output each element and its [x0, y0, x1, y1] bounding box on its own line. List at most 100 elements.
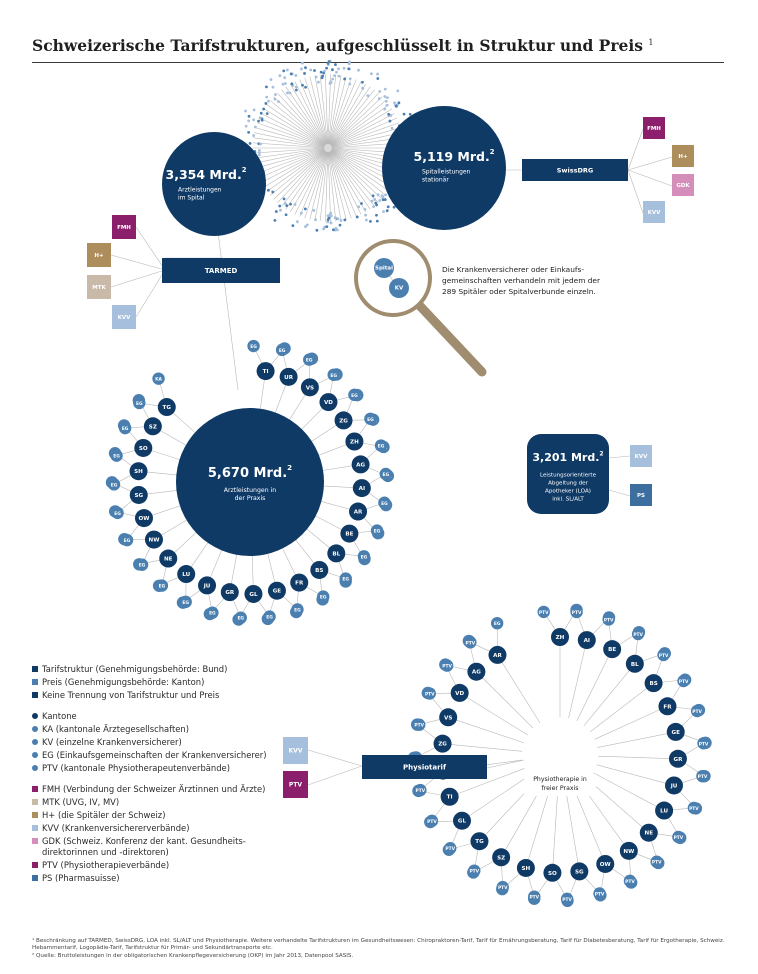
physio-canton-tg	[470, 832, 489, 851]
hospital-spoke	[327, 147, 393, 188]
hospital-dot	[384, 193, 388, 197]
physio-ge-ptv	[690, 704, 704, 718]
hospital-dot	[247, 130, 250, 134]
praxis-canton-ti	[256, 362, 275, 381]
physio-canton-vs-label: VS	[444, 715, 452, 721]
physio-canton-vs	[439, 708, 458, 727]
physio-canton-gr-label: GR	[673, 757, 683, 763]
hospital-spoke	[327, 113, 395, 149]
hospital-spoke	[327, 74, 331, 149]
hospital-spoke	[314, 75, 329, 149]
legend-label: Tarifstruktur (Genehmigungsbehörde: Bund…	[42, 664, 228, 674]
praxis-canton-lu-label: LU	[182, 572, 190, 578]
praxis-canton-ar-label: AR	[354, 510, 363, 516]
hospital-dot	[381, 195, 385, 199]
praxis-vs-eg	[303, 353, 316, 366]
hospital-dot	[304, 85, 307, 89]
hospital-dot	[262, 107, 266, 111]
hospital-dot	[244, 109, 247, 113]
hospital-dot	[248, 142, 252, 145]
hospital-dot	[394, 104, 398, 108]
physiotarif-partner-kvv-box	[283, 737, 308, 764]
praxis-label-1: Arztleistungen in	[224, 487, 277, 494]
physio-sz-ptv	[496, 880, 509, 894]
physio-spoke	[448, 717, 525, 744]
hospital-dot	[252, 134, 256, 137]
hospital-spoke	[327, 117, 398, 149]
praxis-canton-bs	[310, 560, 329, 579]
hospital-spoke	[277, 92, 329, 149]
physio-bl-ptv	[631, 627, 645, 641]
praxis-ju-eg-label: EG	[209, 611, 216, 617]
physio-canton-zh-label: ZH	[556, 635, 565, 641]
hospital-dot	[314, 218, 317, 222]
physio-canton-ti-label: TI	[447, 795, 453, 801]
hospital-dot	[247, 119, 251, 123]
physio-ti-ptv-label: PTV	[427, 819, 437, 825]
physio-nw-ptv-label: PTV	[652, 860, 662, 866]
physio-spoke	[588, 779, 649, 833]
legend-swatch	[32, 666, 38, 672]
hospital-spoke	[299, 79, 329, 149]
physio-canton-fr-label: FR	[663, 704, 672, 710]
legend-swatch	[32, 862, 38, 868]
praxis-canton-gr	[220, 583, 239, 602]
hospital-dot	[271, 85, 275, 89]
praxis-ur-eg	[275, 343, 289, 357]
hospital-dot	[266, 188, 270, 192]
hospital-spoke	[327, 122, 399, 149]
praxis-canton-sh-label: SH	[134, 469, 143, 475]
praxis-value: 5,670 Mrd.2	[208, 463, 292, 481]
praxis-fr-eg-label: EG	[320, 595, 327, 601]
hospital-dot	[323, 69, 326, 73]
legend-label: PTV (Physiotherapieverbände)	[42, 860, 170, 870]
hospital-spoke	[327, 147, 331, 222]
hospital-spoke	[285, 147, 329, 210]
spital-stat-label-1: Spitalleistungen	[422, 169, 471, 176]
physio-canton-sg	[570, 862, 589, 881]
swissdrg-partner-line	[627, 169, 673, 187]
praxis-canton-ow-label: OW	[139, 516, 150, 522]
hospital-dot	[325, 66, 329, 70]
physio-vd-ptv-label: PTV	[425, 692, 435, 698]
physio-spoke	[476, 671, 534, 729]
hospital-dot	[301, 61, 304, 65]
legend-item: PTV (Physiotherapieverbände)	[32, 860, 282, 871]
tarmed-partner-line	[135, 226, 166, 271]
physiotarif-partner-kvv-label: KVV	[289, 748, 303, 755]
title-text: Schweizerische Tarifstrukturen, aufgesch…	[32, 36, 643, 55]
hospital-dot	[372, 205, 375, 208]
praxis-zg-eg-label: EG	[351, 393, 358, 399]
praxis-ag-eg	[374, 439, 388, 452]
legend-swatch	[32, 765, 38, 771]
hospital-dot	[408, 112, 412, 116]
hospital-dot	[299, 211, 303, 215]
praxis-canton-ne	[159, 549, 178, 568]
physio-canton-gr	[668, 749, 687, 768]
legend-item: H+ (die Spitäler der Schweiz)	[32, 810, 282, 821]
hospital-dot	[325, 225, 329, 229]
hospital-dot	[258, 116, 262, 120]
praxis-sz-eg	[118, 421, 132, 435]
praxis-ge-eg-label: EG	[294, 607, 301, 613]
hospital-spoke	[294, 147, 329, 215]
spital-amb-label-2: im Spital	[178, 195, 205, 202]
magnifier-handle	[415, 301, 487, 377]
praxis-canton-vs-label: VS	[306, 385, 314, 391]
praxis-label-2: der Praxis	[235, 495, 266, 502]
swissdrg-partner-h--box	[672, 145, 694, 167]
hospital-dot	[274, 93, 277, 96]
hospital-dot	[402, 112, 406, 116]
physio-spoke	[461, 775, 529, 821]
hospital-dot	[385, 209, 389, 213]
praxis-so-eg	[110, 449, 123, 462]
hospital-dot	[294, 85, 298, 89]
praxis-canton-nw-label: NW	[149, 538, 160, 544]
spital-stat-node	[382, 106, 506, 230]
legend-label: EG (Einkaufsgemeinschaften der Krankenve…	[42, 750, 267, 760]
physio-spoke	[565, 792, 580, 872]
physio-canton-ai	[577, 631, 596, 650]
hospital-spoke	[327, 147, 390, 192]
physio-canton-ow	[596, 854, 615, 873]
physio-ju-ptv	[696, 769, 709, 783]
